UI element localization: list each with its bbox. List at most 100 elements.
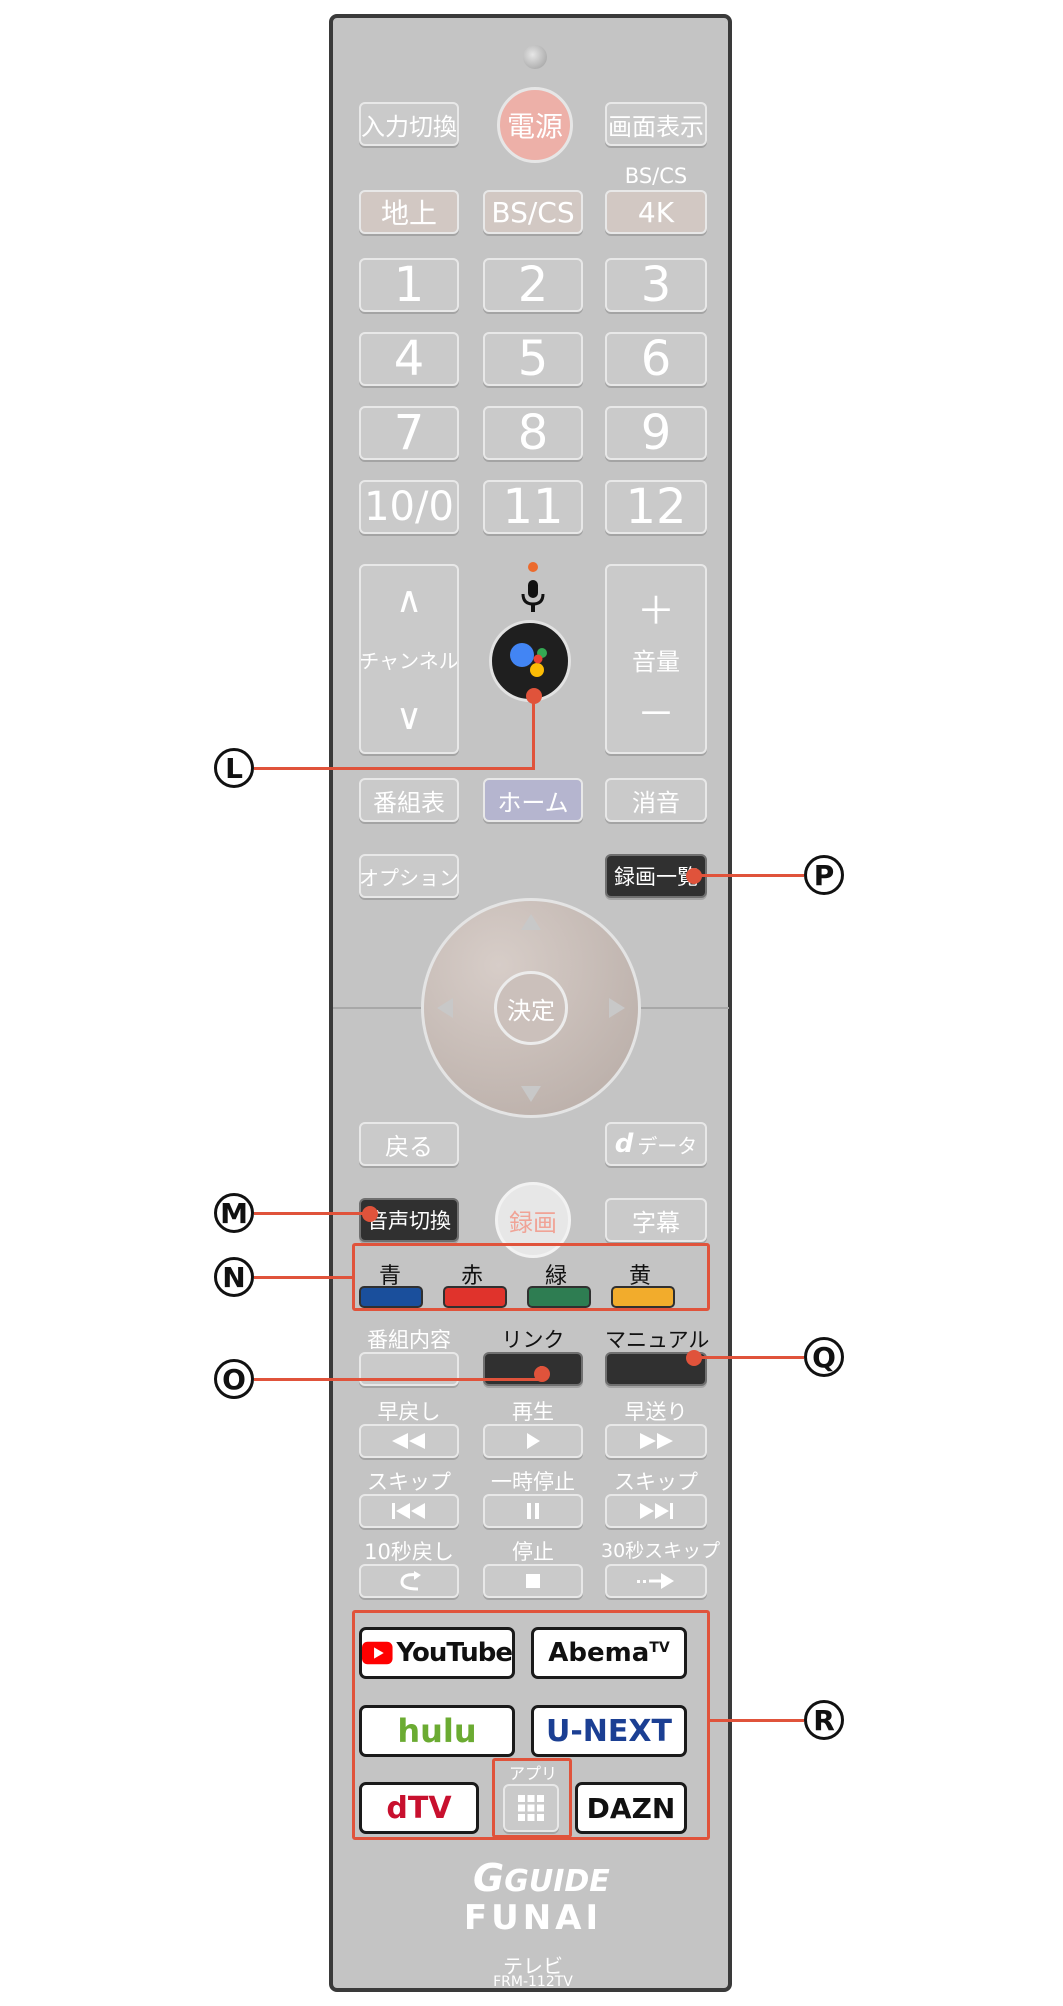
yellow-label: 黄 bbox=[628, 1264, 651, 1289]
mute-button[interactable]: 消音 bbox=[605, 778, 707, 822]
callout-o-line-v bbox=[540, 1366, 543, 1380]
g-guide-logo: GGUIDE bbox=[473, 1856, 610, 1900]
manual-label: マニュアル bbox=[605, 1328, 710, 1352]
replay-icon bbox=[400, 1571, 421, 1591]
skip-fwd-button[interactable] bbox=[605, 1494, 707, 1528]
channel-up-icon[interactable]: ∧ bbox=[395, 580, 423, 621]
subtitle-button[interactable]: 字幕 bbox=[605, 1198, 707, 1242]
fast-forward-icon bbox=[640, 1433, 673, 1449]
number-2-button[interactable]: 2 bbox=[483, 258, 583, 312]
bscs4k-button[interactable]: 4K bbox=[605, 190, 707, 234]
volume-rocker[interactable]: ＋ 音量 － bbox=[605, 564, 707, 754]
play-button[interactable] bbox=[483, 1424, 583, 1458]
channel-rocker[interactable]: ∧ チャンネル ∨ bbox=[359, 564, 459, 754]
red-button[interactable] bbox=[443, 1286, 507, 1308]
rewind-button[interactable] bbox=[359, 1424, 459, 1458]
stop-label: 停止 bbox=[512, 1540, 554, 1564]
unext-button[interactable]: U-NEXT bbox=[531, 1705, 687, 1757]
callout-marker-p: P bbox=[804, 855, 844, 895]
stop-button[interactable] bbox=[483, 1564, 583, 1598]
callout-o-line-h bbox=[254, 1378, 543, 1381]
remote-control: 入力切換 電源 画面表示 BS/CS 地上 BS/CS 4K 1 2 3 4 5… bbox=[329, 14, 732, 1992]
youtube-button[interactable]: YouTube bbox=[359, 1627, 515, 1679]
d-data-button[interactable]: d データ bbox=[605, 1122, 707, 1166]
left-arrow-icon bbox=[437, 998, 453, 1018]
bscs4k-top-label: BS/CS bbox=[624, 164, 688, 188]
skip-back-icon bbox=[392, 1503, 425, 1519]
back10-label: 10秒戻し bbox=[364, 1540, 454, 1564]
number-6-button[interactable]: 6 bbox=[605, 332, 707, 386]
dazn-button[interactable]: DAZN bbox=[575, 1782, 687, 1834]
number-9-button[interactable]: 9 bbox=[605, 406, 707, 460]
program-info-label: 番組内容 bbox=[367, 1328, 451, 1352]
link-label: リンク bbox=[501, 1328, 565, 1352]
abema-button[interactable]: Abema TV bbox=[531, 1627, 687, 1679]
callout-n-line bbox=[254, 1276, 354, 1279]
abema-label: Abema bbox=[548, 1638, 650, 1668]
hulu-button[interactable]: hulu bbox=[359, 1705, 515, 1757]
program-guide-button[interactable]: 番組表 bbox=[359, 778, 459, 822]
rewind-icon bbox=[392, 1433, 425, 1449]
number-8-button[interactable]: 8 bbox=[483, 406, 583, 460]
skip30-icon bbox=[637, 1573, 674, 1589]
back10-button[interactable] bbox=[359, 1564, 459, 1598]
back-button[interactable]: 戻る bbox=[359, 1122, 459, 1166]
callout-l-line-h bbox=[254, 767, 535, 770]
input-switch-button[interactable]: 入力切換 bbox=[359, 102, 459, 146]
number-10-button[interactable]: 10/0 bbox=[359, 480, 459, 534]
number-11-button[interactable]: 11 bbox=[483, 480, 583, 534]
volume-up-icon[interactable]: ＋ bbox=[636, 589, 675, 633]
apps-label: アプリ bbox=[508, 1764, 557, 1783]
rewind-label: 早戻し bbox=[377, 1400, 441, 1424]
home-button[interactable]: ホーム bbox=[483, 778, 583, 822]
volume-label: 音量 bbox=[632, 647, 680, 676]
green-button[interactable] bbox=[527, 1286, 591, 1308]
dpad-arrows bbox=[437, 914, 625, 1102]
youtube-icon bbox=[362, 1641, 393, 1665]
power-button[interactable]: 電源 bbox=[497, 87, 573, 163]
callout-m-line bbox=[254, 1212, 368, 1215]
blue-button[interactable] bbox=[359, 1286, 423, 1308]
services-highlight bbox=[352, 1610, 710, 1840]
option-button[interactable]: オプション bbox=[359, 854, 459, 898]
skip-forward-icon bbox=[640, 1503, 673, 1519]
dtv-button[interactable]: dTV bbox=[359, 1782, 479, 1834]
bscs-button[interactable]: BS/CS bbox=[483, 190, 583, 234]
d-mark: d bbox=[614, 1129, 634, 1159]
youtube-label: YouTube bbox=[396, 1638, 512, 1668]
model-label: FRM-112TV bbox=[493, 1974, 573, 1990]
divider-left bbox=[333, 1007, 429, 1009]
skip-back-label: スキップ bbox=[367, 1470, 451, 1494]
apps-button[interactable] bbox=[503, 1784, 559, 1832]
mic-indicator bbox=[528, 562, 538, 572]
channel-label: チャンネル bbox=[359, 648, 459, 673]
callout-marker-r: R bbox=[804, 1700, 844, 1740]
apps-grid-icon bbox=[518, 1795, 544, 1821]
pause-label: 一時停止 bbox=[491, 1470, 575, 1494]
display-button[interactable]: 画面表示 bbox=[605, 102, 707, 146]
terrestrial-button[interactable]: 地上 bbox=[359, 190, 459, 234]
ok-button[interactable]: 決定 bbox=[494, 971, 568, 1045]
volume-down-icon[interactable]: － bbox=[636, 692, 675, 736]
pause-button[interactable] bbox=[483, 1494, 583, 1528]
number-7-button[interactable]: 7 bbox=[359, 406, 459, 460]
ff-button[interactable] bbox=[605, 1424, 707, 1458]
number-1-button[interactable]: 1 bbox=[359, 258, 459, 312]
skip30-button[interactable] bbox=[605, 1564, 707, 1598]
callout-marker-n: N bbox=[214, 1257, 254, 1297]
funai-logo: FUNAI bbox=[463, 1898, 603, 1938]
number-12-button[interactable]: 12 bbox=[605, 480, 707, 534]
number-5-button[interactable]: 5 bbox=[483, 332, 583, 386]
apps-highlight bbox=[492, 1758, 572, 1838]
skip-back-button[interactable] bbox=[359, 1494, 459, 1528]
callout-marker-m: M bbox=[214, 1193, 254, 1233]
audio-switch-button[interactable]: 音声切換 bbox=[359, 1198, 459, 1242]
number-3-button[interactable]: 3 bbox=[605, 258, 707, 312]
channel-down-icon[interactable]: ∨ bbox=[395, 697, 423, 738]
product-label: テレビ bbox=[503, 1954, 563, 1978]
up-arrow-icon bbox=[521, 914, 541, 930]
callout-q-line bbox=[694, 1356, 804, 1359]
number-4-button[interactable]: 4 bbox=[359, 332, 459, 386]
skip30-label: 30秒スキップ bbox=[601, 1540, 721, 1562]
yellow-button[interactable] bbox=[611, 1286, 675, 1308]
